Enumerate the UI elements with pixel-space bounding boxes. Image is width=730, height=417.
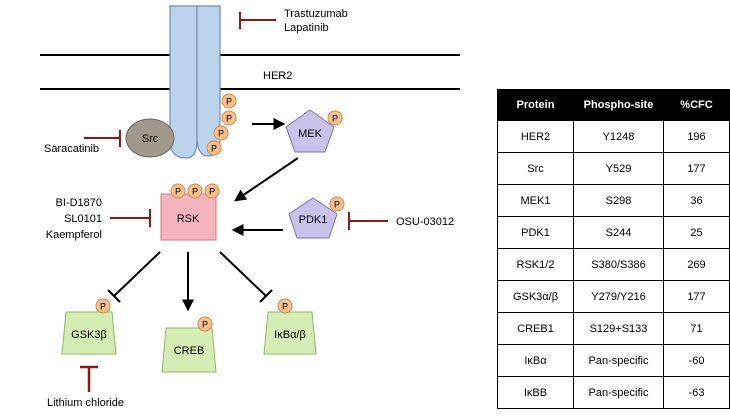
cell-protein: HER2 (497, 120, 574, 153)
rsk-to-gsk3b-bar (107, 289, 121, 303)
her2-phospho-2: P (221, 110, 237, 126)
cell-cfc: 196 (663, 120, 730, 153)
cell-protein: GSK3α/β (497, 280, 574, 313)
arrow-mek-to-rsk (234, 157, 299, 202)
header-cfc: %CFC (663, 89, 730, 121)
inhibitor-bi-d1870: BI-D1870 (56, 197, 102, 209)
cell-protein: MEK1 (497, 184, 574, 217)
inhibitor-lapatinib: Lapatinib (284, 22, 329, 34)
svg-text:P: P (192, 187, 198, 197)
cell-phospho-site: Pan-specific (573, 344, 664, 377)
cell-protein: CREB1 (497, 312, 574, 345)
gsk3b-node (61, 311, 117, 355)
rsk-label: RSK (177, 213, 200, 225)
gsk3b-phospho: P (95, 298, 111, 314)
ikb-node (263, 311, 317, 355)
her2-label: HER2 (263, 70, 292, 82)
cell-phospho-site: Y529 (573, 152, 664, 185)
creb-node (161, 327, 217, 373)
cell-protein: IκBB (497, 376, 574, 409)
inhibitor-saracatinib: Saracatinib (44, 143, 99, 155)
cell-protein: Src (497, 152, 574, 185)
rsk-phospho-1: P (170, 183, 186, 199)
pdk1-label: PDK1 (299, 214, 328, 226)
rsk-phospho-2: P (187, 183, 203, 199)
svg-text:P: P (332, 114, 338, 124)
her2-receptor-second (196, 5, 221, 157)
mek-node (285, 109, 335, 153)
cell-cfc: -63 (663, 376, 730, 409)
svg-text:P: P (334, 200, 340, 210)
gsk3b-label: GSK3β (71, 329, 107, 341)
ikb-label: IκBα/β (274, 329, 306, 341)
cell-phospho-site: S244 (573, 216, 664, 249)
pdk1-phospho: P (329, 196, 345, 212)
cell-cfc: 25 (663, 216, 730, 249)
svg-text:P: P (202, 320, 208, 330)
cell-phospho-site: S129+S133 (573, 312, 664, 345)
inhibitor-trastuzumab: Trastuzumab (284, 8, 348, 20)
cell-protein: IκBα (497, 344, 574, 377)
rsk-to-gsk3b-line (113, 251, 161, 297)
cell-phospho-site: S298 (573, 184, 664, 217)
src-node (125, 118, 175, 158)
cell-cfc: 269 (663, 248, 730, 281)
svg-text:P: P (175, 187, 181, 197)
her2-phospho-4: P (206, 140, 222, 156)
cell-phospho-site: S380/S386 (573, 248, 664, 281)
rsk-to-ikb-bar (259, 289, 273, 303)
svg-text:P: P (226, 97, 232, 107)
cell-cfc: 177 (663, 152, 730, 185)
her2-phospho-1: P (221, 93, 237, 109)
mek-label: MEK (298, 128, 323, 140)
rsk-to-ikb-line (219, 251, 267, 297)
cell-cfc: 36 (663, 184, 730, 217)
src-label: Src (142, 133, 159, 145)
pdk1-node (288, 197, 338, 239)
svg-text:P: P (226, 114, 232, 124)
creb-label: CREB (174, 345, 205, 357)
inhibitor-kaempferol: Kaempferol (46, 229, 102, 241)
creb-phospho: P (197, 316, 213, 332)
header-phospho-site: Phospho-site (573, 89, 664, 121)
svg-text:P: P (100, 302, 106, 312)
svg-text:P: P (209, 187, 215, 197)
cell-phospho-site: Y279/Y216 (573, 280, 664, 313)
header-protein: Protein (497, 89, 574, 121)
inhibitor-osu-03012: OSU-03012 (396, 216, 454, 228)
svg-text:P: P (218, 129, 224, 139)
cell-phospho-site: Pan-specific (573, 376, 664, 409)
ikb-phospho: P (277, 298, 293, 314)
cell-protein: RSK1/2 (497, 248, 574, 281)
table-header-row: Protein Phospho-site %CFC (497, 89, 730, 121)
cell-cfc: -60 (663, 344, 730, 377)
cell-protein: PDK1 (497, 216, 574, 249)
cell-cfc: 177 (663, 280, 730, 313)
inhibitor-sl0101: SL0101 (64, 213, 102, 225)
mek-phospho: P (327, 110, 343, 126)
cell-cfc: 71 (663, 312, 730, 345)
rsk-phospho-3: P (204, 183, 220, 199)
inhibitor-lithium-chloride: Lithium chloride (47, 397, 124, 409)
svg-text:P: P (211, 144, 217, 154)
her2-phospho-3: P (213, 125, 229, 141)
cell-phospho-site: Y1248 (573, 120, 664, 153)
svg-text:P: P (282, 302, 288, 312)
